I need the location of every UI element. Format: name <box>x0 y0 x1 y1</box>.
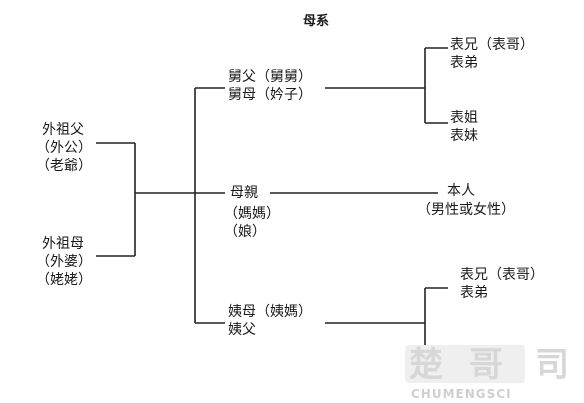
uncle-cousin-elder-sister: 表姐 <box>450 110 478 126</box>
watermark-glyph-2: 哥 <box>469 345 503 385</box>
mother-alias-1: （媽媽） <box>224 206 280 222</box>
uncle-cousin-younger-brother: 表弟 <box>450 55 478 71</box>
watermark-glyph-1: 楚 <box>409 345 443 385</box>
watermark-box <box>405 345 525 383</box>
aunt-husband-label: 姨父 <box>228 322 256 338</box>
watermark-text: CHUMENGSCI <box>411 387 512 401</box>
watermark-logo: 楚 哥 司 CHUMENGSCI <box>405 345 581 403</box>
grandfather-alias-1: （外公） <box>36 140 92 156</box>
aunt-cousin-elder-brother: 表兄（表哥） <box>460 267 544 283</box>
uncle-label: 舅父（舅舅） <box>228 69 312 85</box>
grandmother-alias-2: （姥姥） <box>36 272 92 288</box>
grandfather-name: 外祖父 <box>42 122 84 138</box>
watermark-glyph-3: 司 <box>535 345 569 385</box>
uncle-cousin-elder-brother: 表兄（表哥） <box>450 37 534 53</box>
self-label: 本人 <box>447 183 475 199</box>
grandmother-name: 外祖母 <box>42 236 84 252</box>
diagram-title: 母系 <box>303 14 330 29</box>
aunt-label: 姨母（姨媽） <box>228 304 312 320</box>
mother-alias-2: （娘） <box>224 224 266 240</box>
grandfather-alias-2: （老爺） <box>36 158 92 174</box>
grandmother-alias-1: （外婆） <box>36 254 92 270</box>
uncle-cousin-younger-sister: 表妹 <box>450 128 478 144</box>
aunt-cousin-younger-brother: 表弟 <box>460 285 488 301</box>
self-gender-note: （男性或女性） <box>417 202 515 218</box>
mother-label: 母親 <box>230 185 258 201</box>
uncle-wife-label: 舅母（妗子） <box>228 87 312 103</box>
